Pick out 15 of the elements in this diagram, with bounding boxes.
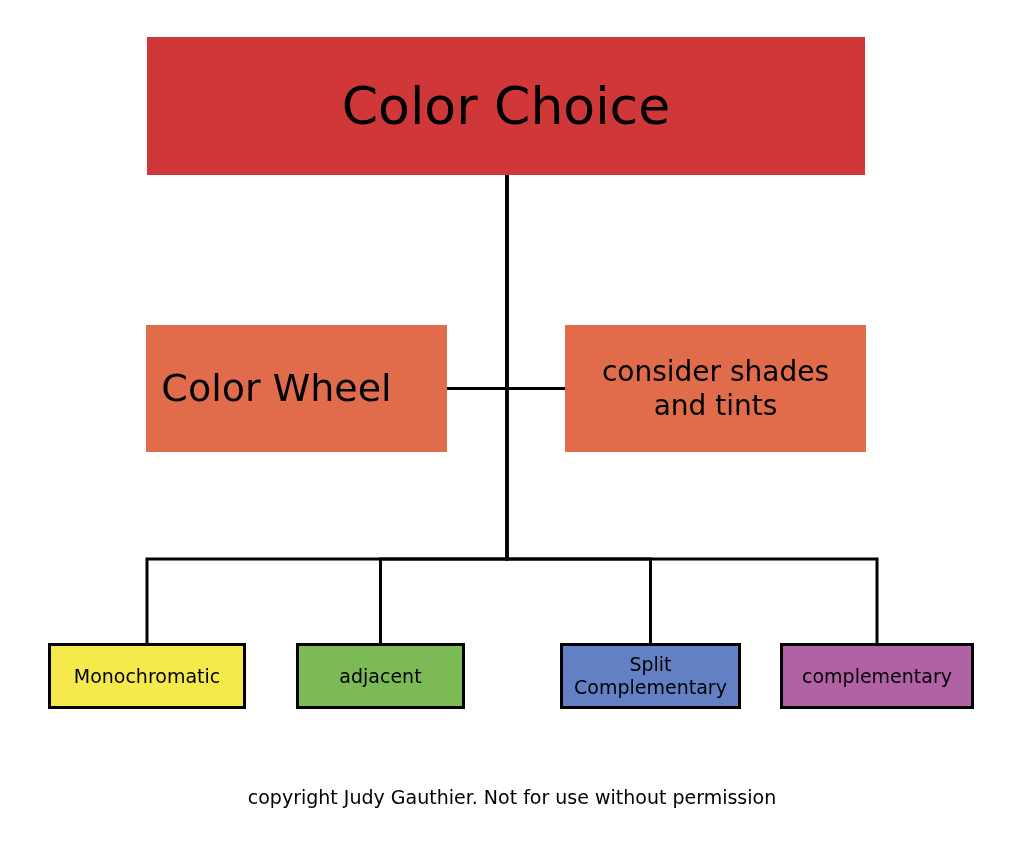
node-label: Color Wheel — [161, 365, 392, 412]
category-box — [560, 643, 741, 709]
node-label: Split Complementary — [573, 653, 728, 699]
title-box — [147, 37, 865, 175]
process-box — [565, 325, 866, 452]
node-label: complementary — [802, 664, 952, 688]
copyright-note: copyright Judy Gauthier. Not for use without permission — [246, 786, 778, 808]
node-label: consider shades and tints — [600, 354, 831, 423]
category-box — [48, 643, 246, 709]
node-label: adjacent — [339, 664, 422, 688]
node-label: Color Choice — [341, 74, 671, 138]
category-box — [780, 643, 974, 709]
category-box — [296, 643, 465, 709]
node-label: Monochromatic — [73, 664, 221, 688]
process-box — [146, 325, 447, 452]
